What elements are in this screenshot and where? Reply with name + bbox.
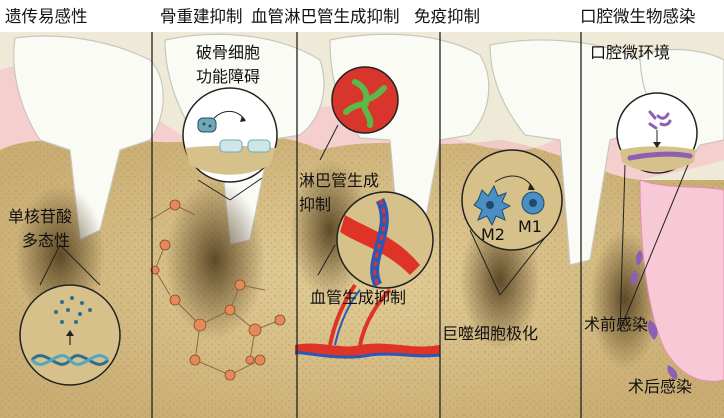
header-microbial: 口腔微生物感染 bbox=[580, 7, 696, 26]
header-immune: 免疫抑制 bbox=[414, 7, 480, 26]
label-snp-line2: 多态性 bbox=[22, 231, 70, 250]
label-lymph-line2: 抑制 bbox=[299, 195, 331, 214]
header-bone-remodeling: 骨重建抑制 bbox=[160, 7, 243, 26]
label-oral-environment: 口腔微环境 bbox=[590, 43, 670, 62]
label-m2: M2 bbox=[481, 225, 505, 244]
label-lymph-line1: 淋巴管生成 bbox=[299, 171, 379, 190]
label-angiogenesis: 血管生成抑制 bbox=[310, 288, 406, 307]
lymph-magnifier bbox=[332, 67, 398, 133]
label-osteoclast-line2: 功能障碍 bbox=[196, 67, 260, 86]
column-headers: 遗传易感性 骨重建抑制 血管淋巴管生成抑制 免疫抑制 口腔微生物感染 bbox=[5, 7, 696, 26]
label-preop-infection: 术前感染 bbox=[584, 315, 648, 334]
label-postop-infection: 术后感染 bbox=[628, 377, 692, 396]
label-osteoclast-line1: 破骨细胞 bbox=[196, 43, 260, 62]
label-snp-line1: 单核苷酸 bbox=[8, 207, 72, 226]
label-macrophage: 巨噬细胞极化 bbox=[442, 324, 538, 343]
header-vascular-lymph: 血管淋巴管生成抑制 bbox=[251, 7, 400, 26]
header-genetic: 遗传易感性 bbox=[5, 7, 88, 26]
label-m1: M1 bbox=[518, 217, 542, 236]
